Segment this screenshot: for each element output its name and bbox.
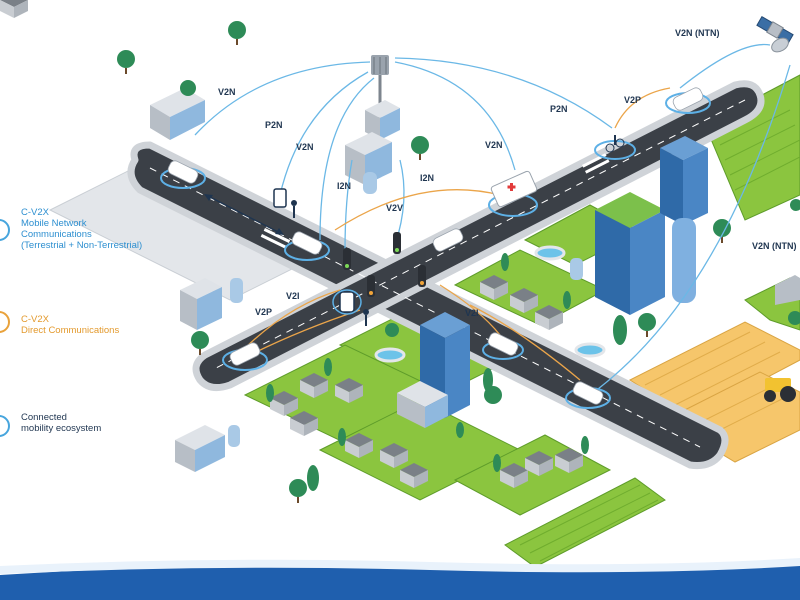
pedestrian-icon [291, 200, 369, 326]
car-top-right [672, 87, 704, 111]
vehicles [160, 87, 796, 409]
legend-direct-communications-text: C-V2X Direct Communications [21, 314, 120, 336]
label-v2n-ntn-top: V2N (NTN) [675, 28, 720, 38]
label-v2p-top: V2P [624, 95, 641, 105]
houses [0, 0, 583, 488]
label-v2n-right: V2N [485, 140, 503, 150]
label-i2n-left: I2N [337, 181, 351, 191]
utility-building-center [345, 100, 400, 194]
label-v2i-left: V2I [286, 291, 300, 301]
building-bottom-center [397, 381, 448, 428]
label-v2p-left: V2P [255, 307, 272, 317]
car-center [432, 228, 464, 252]
direct-links [244, 87, 671, 381]
building-right-edge [775, 275, 800, 305]
car-bottom-center [487, 332, 519, 356]
label-v2n-ntn-right: V2N (NTN) [752, 241, 797, 251]
tractor-icon [764, 378, 796, 402]
car-crosswalk [291, 231, 323, 255]
v2v-distance-arrow [204, 194, 284, 235]
legend-mobile-network-text: C-V2X Mobile Network Communications (Ter… [21, 207, 143, 251]
label-p2n-right: P2N [550, 104, 568, 114]
car-bottom-left [229, 342, 261, 366]
glass-tower-right [595, 136, 708, 315]
legend-connected-mobility-text: Connected mobility ecosystem [21, 412, 102, 434]
car-bottom-right [572, 381, 604, 405]
label-p2n: P2N [265, 120, 283, 130]
cyclist-icon [605, 135, 625, 153]
crop-field-bottom [504, 477, 666, 568]
bottom-bar [0, 558, 800, 600]
crop-field-top [704, 74, 800, 221]
trees [117, 21, 800, 503]
smartphone-icon [273, 188, 362, 315]
label-v2v: V2V [386, 203, 403, 213]
label-v2i-right: V2I [465, 308, 479, 318]
satellite-icon [756, 15, 794, 45]
traffic-light-icon [343, 232, 426, 297]
ambulance-icon [490, 170, 538, 208]
link-labels: V2N P2N V2N I2N I2N V2N P2N V2P V2N (NTN… [218, 28, 797, 318]
building-bottom-left [175, 425, 240, 472]
label-i2n-right: I2N [420, 173, 434, 183]
car-left [167, 160, 199, 184]
label-v2n-left: V2N [218, 87, 236, 97]
building-left [180, 278, 243, 330]
ground-dish-icon [771, 37, 789, 53]
label-v2n-mid: V2N [296, 142, 314, 152]
